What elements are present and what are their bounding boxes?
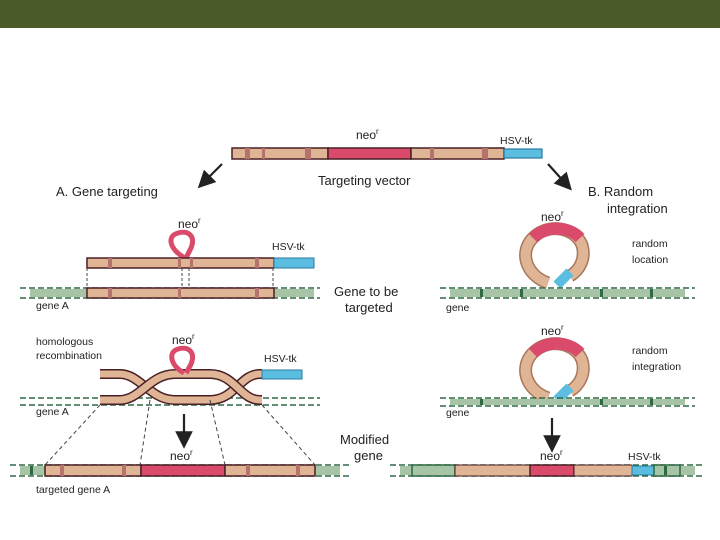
- arrow-to-a: [197, 163, 223, 189]
- hsv-tk-segment: [503, 148, 543, 159]
- a2-hsv-label: HSV-tk: [264, 353, 297, 365]
- gene-to-be-label-2: targeted: [345, 300, 393, 315]
- homologous-label-1: homologous: [36, 336, 93, 348]
- gene-to-be-label-1: Gene to be: [334, 284, 398, 299]
- b2-gene-chromosome: [440, 397, 695, 407]
- modified-label-1: Modified: [340, 432, 389, 447]
- section-a-title: A. Gene targeting: [56, 184, 158, 199]
- b2-gene-label: gene: [446, 407, 470, 419]
- b1-circular-vector: [519, 222, 590, 290]
- b3-hsv-label: HSV-tk: [628, 451, 661, 463]
- a1-gene-a-chromosome: [20, 287, 320, 299]
- b1-gene-chromosome: [440, 287, 695, 299]
- random-integration-label-1: random: [632, 345, 668, 357]
- random-location-label-2: location: [632, 254, 668, 266]
- b1-neo-label: neor: [541, 209, 564, 224]
- homologous-label-2: recombination: [36, 350, 102, 362]
- a2-gene-a-label: gene A: [36, 406, 69, 418]
- a1-hsv-label: HSV-tk: [272, 241, 305, 253]
- b3-integrated-gene: [390, 464, 705, 477]
- a1-neo-label: neor: [178, 216, 201, 231]
- b2-neo-label: neor: [541, 323, 564, 338]
- targeting-vector: [231, 147, 543, 160]
- neo-segment: [327, 147, 412, 160]
- b1-gene-label: gene: [446, 302, 470, 314]
- top-hsv-label: HSV-tk: [500, 135, 533, 147]
- a2-neo-label: neor: [172, 332, 195, 347]
- a2-crossover: [20, 345, 320, 406]
- top-neo-label: neor: [356, 127, 379, 142]
- random-integration-label-2: integration: [632, 361, 681, 373]
- modified-label-2: gene: [354, 448, 383, 463]
- targeted-gene-a-label: targeted gene A: [36, 484, 110, 496]
- a2-to-a3-guides: [44, 399, 316, 466]
- a1-vector: [86, 229, 315, 269]
- section-b-title-2: integration: [607, 201, 668, 216]
- arrow-to-b: [547, 163, 572, 191]
- header-bar: [0, 0, 720, 28]
- a1-alignment-lines: [86, 268, 274, 288]
- b3-neo-label: neor: [540, 448, 563, 463]
- random-location-label-1: random: [632, 238, 668, 250]
- section-b-title-1: B. Random: [588, 184, 653, 199]
- a1-gene-a-label: gene A: [36, 300, 69, 312]
- a3-neo-label: neor: [170, 448, 193, 463]
- a3-targeted-gene: [10, 464, 350, 477]
- targeting-vector-label: Targeting vector: [318, 173, 411, 188]
- b2-circular-vector: [519, 337, 590, 405]
